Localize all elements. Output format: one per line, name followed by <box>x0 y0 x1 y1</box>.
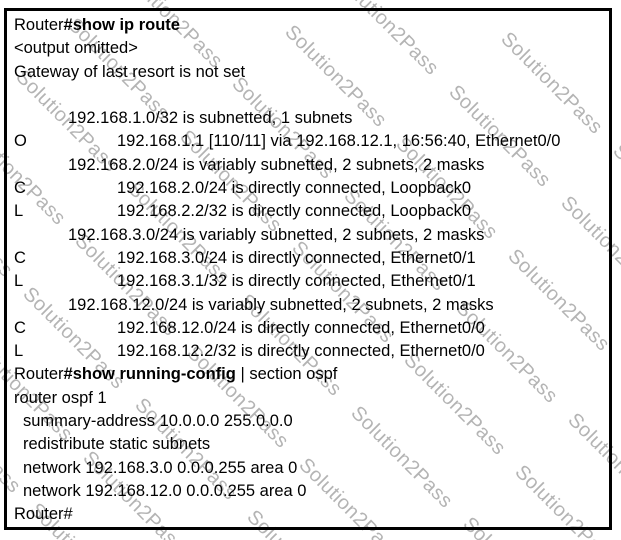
terminal-line: L 192.168.2.2/32 is directly connected, L… <box>14 200 599 223</box>
terminal-line: Router#show ip route <box>14 14 599 37</box>
line-text: network 192.168.3.0 0.0.0.255 area 0 <box>23 458 298 477</box>
line-text: summary-address 10.0.0.0 255.0.0.0 <box>23 412 293 431</box>
line-text: 192.168.12.0/24 is variably subnetted, 2… <box>68 295 494 314</box>
terminal-line: C 192.168.12.0/24 is directly connected, … <box>14 317 599 340</box>
line-text: 192.168.3.0/24 is directly connected, Et… <box>117 248 476 267</box>
line-text: 192.168.1.1 [110/11] via 192.168.12.1, 1… <box>117 132 561 151</box>
line-text: 192.168.12.0/24 is directly connected, E… <box>117 318 485 337</box>
terminal-line: network 192.168.3.0 0.0.0.255 area 0 <box>14 457 599 480</box>
route-code: C <box>14 248 26 267</box>
terminal-line: network 192.168.12.0 0.0.0.255 area 0 <box>14 480 599 503</box>
terminal-line: router ospf 1 <box>14 387 599 410</box>
terminal-line: 192.168.12.0/24 is variably subnetted, 2… <box>14 294 599 317</box>
terminal-line: <output omitted> <box>14 37 599 60</box>
line-text: 192.168.3.1/32 is directly connected, Et… <box>117 272 476 291</box>
terminal-line: L 192.168.12.2/32 is directly connected, … <box>14 340 599 363</box>
terminal-line: Router#show running-config | section osp… <box>14 363 599 386</box>
line-text: 192.168.1.0/32 is subnetted, 1 subnets <box>68 109 353 128</box>
line-text: Router# <box>14 505 73 524</box>
terminal-line: 192.168.1.0/32 is subnetted, 1 subnets <box>14 107 599 130</box>
line-text: Gateway of last resort is not set <box>14 62 246 81</box>
route-code: C <box>14 318 26 337</box>
terminal-line: O 192.168.1.1 [110/11] via 192.168.12.1, … <box>14 130 599 153</box>
line-text: redistribute static subnets <box>23 435 211 454</box>
terminal-line: C 192.168.3.0/24 is directly connected, E… <box>14 247 599 270</box>
terminal-line: C 192.168.2.0/24 is directly connected, L… <box>14 177 599 200</box>
terminal-line: L 192.168.3.1/32 is directly connected, E… <box>14 270 599 293</box>
line-text: 192.168.3.0/24 is variably subnetted, 2 … <box>68 225 485 244</box>
command-text: #show ip route <box>63 16 180 34</box>
prompt-text: | section ospf <box>235 365 338 384</box>
terminal-line: Gateway of last resort is not set <box>14 61 599 84</box>
watermark-text: Solution2Pass <box>615 356 621 467</box>
terminal-line: 192.168.3.0/24 is variably subnetted, 2 … <box>14 224 599 247</box>
route-code: L <box>14 272 24 291</box>
route-code: O <box>14 132 27 151</box>
line-text: 192.168.2.0/24 is directly connected, Lo… <box>117 179 472 198</box>
terminal-line: 192.168.2.0/24 is variably subnetted, 2 … <box>14 154 599 177</box>
prompt-text: Router <box>14 16 64 34</box>
line-text: 192.168.2.0/24 is variably subnetted, 2 … <box>68 155 485 174</box>
route-code: C <box>14 179 26 198</box>
prompt-text: Router <box>14 365 64 384</box>
line-text: network 192.168.12.0 0.0.0.255 area 0 <box>23 481 307 500</box>
terminal-line: summary-address 10.0.0.0 255.0.0.0 <box>14 410 599 433</box>
line-text: 192.168.12.2/32 is directly connected, E… <box>117 342 485 361</box>
route-code: L <box>14 202 24 221</box>
route-code: L <box>14 342 24 361</box>
line-text: router ospf 1 <box>14 388 107 407</box>
line-text: <output omitted> <box>14 39 138 58</box>
terminal-output-panel: Router#show ip route<output omitted>Gate… <box>4 8 612 530</box>
terminal-line: redistribute static subnets <box>14 433 599 456</box>
command-text: #show running-config <box>63 365 236 384</box>
line-text: 192.168.2.2/32 is directly connected, Lo… <box>117 202 472 221</box>
terminal-line <box>14 84 599 107</box>
terminal-line: Router# <box>14 503 599 526</box>
